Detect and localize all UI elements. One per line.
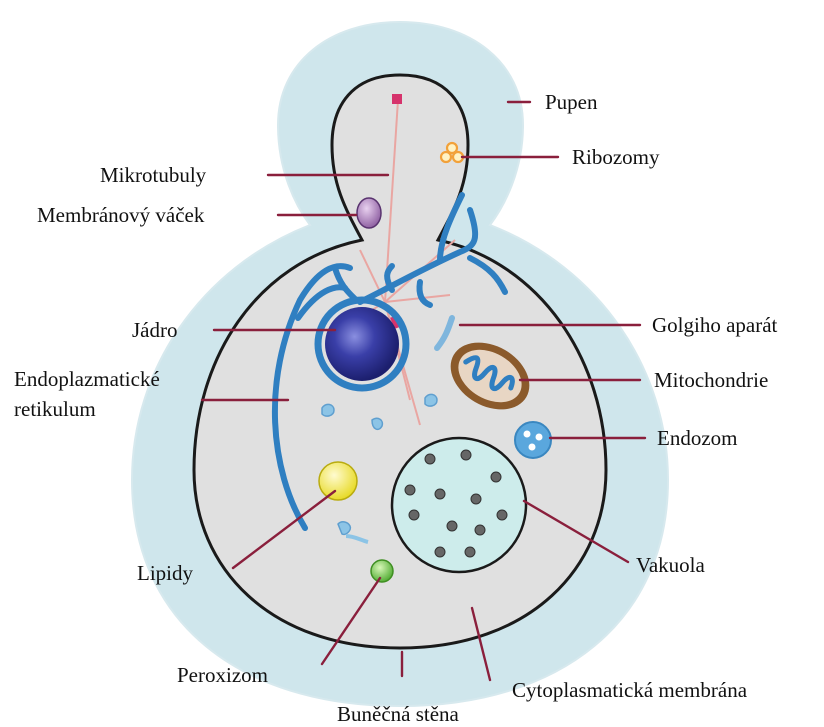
- label-mikrotubuly: Mikrotubuly: [100, 163, 207, 187]
- label-cytoplasmaticka-membrana: Cytoplasmatická membrána: [512, 678, 748, 702]
- membrane-vesicle: [357, 198, 381, 228]
- label-membranovy-vacek: Membránový váček: [37, 203, 205, 227]
- spindle-pole-body-top: [392, 94, 402, 104]
- label-endoplazmaticke-line2: retikulum: [14, 397, 96, 421]
- label-endoplazmaticke-line1: Endoplazmatické: [14, 367, 160, 391]
- label-bunecna-stena: Buněčná stěna: [337, 702, 460, 726]
- peroxisome: [371, 560, 393, 582]
- label-vakuola: Vakuola: [636, 553, 705, 577]
- label-peroxizom: Peroxizom: [177, 663, 268, 687]
- label-ribozomy: Ribozomy: [572, 145, 660, 169]
- label-jadro: Jádro: [132, 318, 178, 342]
- label-endozom: Endozom: [657, 426, 737, 450]
- vacuole: [392, 438, 526, 572]
- label-golgiho-aparat: Golgiho aparát: [652, 313, 778, 337]
- label-mitochondrie: Mitochondrie: [654, 368, 768, 392]
- endosome: [515, 422, 551, 458]
- lipid-droplet: [319, 462, 357, 500]
- label-lipidy: Lipidy: [137, 561, 193, 585]
- label-pupen: Pupen: [545, 90, 598, 114]
- nucleus: [325, 307, 399, 381]
